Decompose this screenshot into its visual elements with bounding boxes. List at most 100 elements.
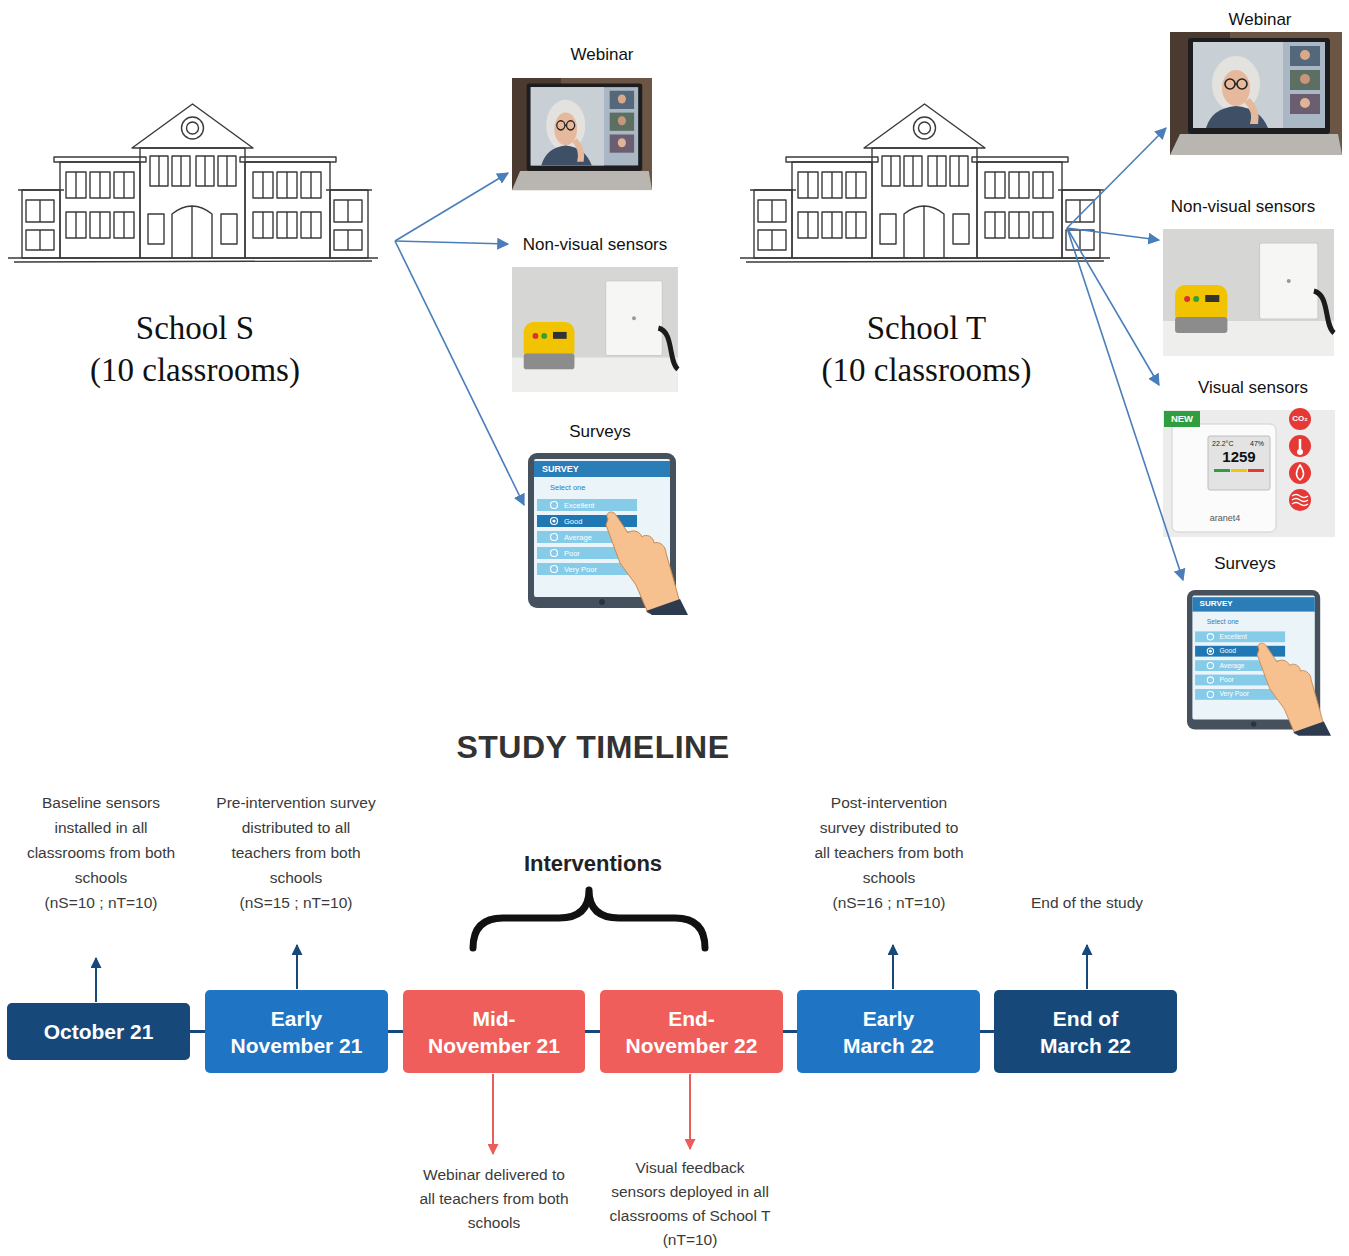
timeline-box: End of March 22 — [994, 990, 1177, 1073]
sensor-picture — [1163, 229, 1334, 356]
school-building-sketch — [740, 104, 1110, 262]
arrow-connector — [395, 241, 524, 505]
device-text: 1259 — [1208, 448, 1270, 466]
co2-monitor-picture — [1297, 449, 1303, 455]
illustrated-item: Non-visual sensors — [1159, 193, 1338, 360]
school-name: School T — [786, 307, 1067, 349]
screen-text: SURVEY — [1200, 599, 1233, 610]
screen-text: Excellent — [564, 501, 594, 510]
survey-tablet-picture — [528, 453, 688, 615]
timeline-line — [783, 1030, 797, 1033]
leader-arrow — [492, 1074, 494, 1154]
item-heading: Webinar — [571, 45, 634, 65]
date-label: Early March 22 — [830, 1005, 947, 1059]
co2-monitor-picture — [1299, 439, 1302, 450]
annotation: Visual feedback sensors deployed in all … — [608, 1156, 772, 1228]
timeline-line — [585, 1030, 600, 1033]
date-label: End of March 22 — [1027, 1005, 1144, 1059]
co2-monitor-picture — [1292, 495, 1308, 506]
screen-text: Poor — [564, 549, 580, 558]
timeline-line — [190, 1030, 205, 1033]
diagram-title: STUDY TIMELINE — [393, 727, 793, 767]
timeline-box: End-November 22 — [600, 990, 783, 1073]
leader-arrow — [493, 1074, 690, 1154]
leader-arrow — [689, 1074, 691, 1149]
screen-text: Select one — [550, 483, 585, 493]
co2-monitor-picture — [1248, 469, 1264, 472]
school-name: (10 classrooms) — [786, 349, 1067, 391]
school-name: School S — [10, 307, 380, 349]
date-label: Mid-November 21 — [423, 1005, 565, 1059]
annotation: Webinar delivered to all teachers from b… — [417, 1163, 572, 1235]
arrow-connector — [395, 241, 508, 244]
illustrated-item: Non-visual sensors — [508, 231, 682, 396]
school-name: (10 classrooms) — [10, 349, 380, 391]
item-heading: Surveys — [569, 422, 630, 442]
leader-arrow — [296, 945, 298, 989]
school-node: School T(10 classrooms) — [742, 100, 1067, 395]
screen-text: Poor — [1219, 676, 1233, 684]
webinar-picture — [512, 78, 652, 190]
timeline-box: October 21 — [7, 1003, 190, 1060]
sample-size: (nS=15 ; nT=10) — [213, 890, 379, 915]
co2-monitor-picture — [1289, 462, 1311, 484]
illustrated-item: Surveys — [1183, 550, 1341, 732]
co2-monitor-picture — [1208, 436, 1270, 490]
device-text: CO₂ — [1289, 413, 1311, 425]
school-building-sketch — [8, 104, 378, 262]
co2-monitor-picture — [1289, 435, 1311, 457]
timeline-box: Early November 21 — [205, 990, 388, 1073]
device-text: NEW — [1164, 411, 1200, 427]
arrow-connector — [1067, 228, 1159, 240]
screen-text: Very Poor — [1219, 690, 1249, 698]
device-text: 22.2°C — [1212, 439, 1233, 448]
co2-monitor-picture — [1163, 408, 1335, 537]
screen-text: SURVEY — [542, 463, 579, 475]
screen-text: Excellent — [1219, 633, 1246, 641]
school-node: School S(10 classrooms) — [10, 100, 395, 395]
co2-monitor-picture — [1297, 465, 1304, 480]
date-label: End-November 22 — [620, 1005, 763, 1059]
sensor-picture — [512, 267, 678, 392]
co2-monitor-picture — [1164, 411, 1200, 427]
annotation: Pre-intervention survey distributed to a… — [213, 790, 379, 890]
co2-monitor-picture — [1289, 408, 1311, 430]
leader-arrow — [95, 958, 97, 1002]
co2-monitor-picture — [1231, 469, 1247, 472]
annotation: Post-intervention survey distributed to … — [812, 790, 966, 890]
arrow-connector — [1067, 128, 1166, 228]
item-heading: Visual sensors — [1198, 378, 1308, 398]
sample-size: (nS=10 ; nT=10) — [21, 890, 181, 915]
co2-monitor-picture — [1289, 489, 1311, 511]
arrow-connector — [395, 173, 508, 241]
screen-text: Good — [564, 517, 582, 526]
annotation: Baseline sensors installed in all classr… — [21, 790, 181, 890]
annotation: End of the study — [1002, 890, 1172, 915]
sample-size: (nT=10) — [608, 1228, 772, 1252]
screen-text: Very Poor — [564, 565, 597, 574]
screen-text: Select one — [1207, 617, 1239, 626]
item-heading: Non-visual sensors — [1171, 197, 1316, 217]
leader-arrow — [892, 945, 894, 989]
screen-text: Average — [564, 533, 592, 542]
timeline-box: Early March 22 — [797, 990, 980, 1073]
survey-tablet-picture — [1187, 590, 1331, 736]
co2-monitor-picture — [1163, 410, 1335, 537]
item-heading: Surveys — [1214, 554, 1275, 574]
illustrated-item: Webinar — [1166, 6, 1346, 159]
timeline-line — [980, 1030, 994, 1033]
arrow-connector — [1067, 228, 1159, 385]
item-heading: Non-visual sensors — [523, 235, 668, 255]
arrow-connector — [1067, 228, 1183, 580]
item-heading: Webinar — [1229, 10, 1292, 30]
webinar-picture — [1170, 32, 1342, 155]
interventions-brace — [473, 890, 705, 948]
illustrated-item: Webinar — [508, 41, 656, 194]
timeline-line — [388, 1030, 403, 1033]
screen-text: Good — [1219, 647, 1236, 655]
date-label: Early November 21 — [219, 1005, 374, 1059]
date-label: October 21 — [44, 1018, 154, 1045]
group-label: Interventions — [483, 848, 703, 880]
